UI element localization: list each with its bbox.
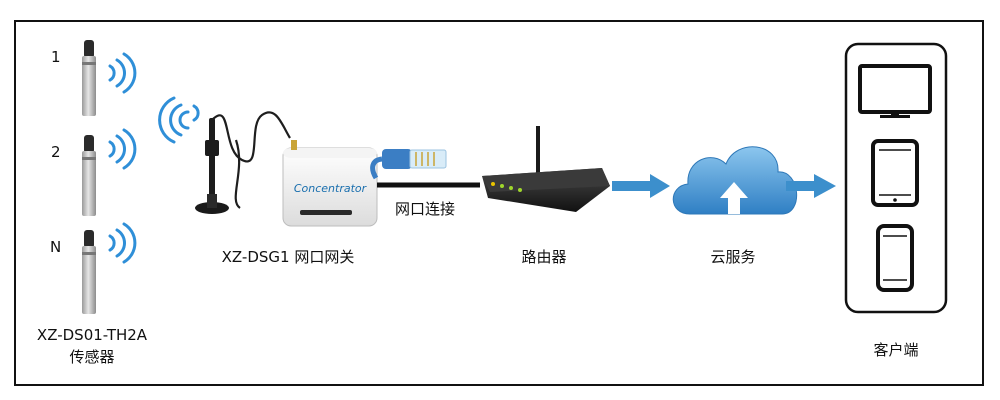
router-device [482,126,610,212]
arrow-cloud-to-client [786,174,836,198]
phone-icon [876,224,914,292]
sensor-name-caption: 传感器 [69,348,115,366]
tablet-icon [871,139,919,207]
sensor-n-signal-icon [108,222,137,264]
ethernet-cable [370,149,480,188]
gateway-signal-icon [158,96,200,144]
gateway-brand-text: Concentrator [294,182,368,195]
sensor-1-device [82,40,96,116]
arrow-router-to-cloud [612,174,670,198]
router-label: 路由器 [521,248,567,266]
diagram-frame [14,20,984,386]
gateway-label: XZ-DSG1 网口网关 [221,248,355,266]
sensor-n-label: N [50,238,62,256]
gateway-antenna [195,111,291,214]
sensor-1-label: 1 [51,48,61,66]
gateway-device [282,140,378,227]
sensor-2-signal-icon [108,128,137,170]
sensor-1-signal-icon [108,52,137,94]
client-label: 客户端 [873,341,919,359]
sensor-2-label: 2 [51,143,61,161]
cloud-icon [672,146,797,215]
cloud-label: 云服务 [710,248,756,266]
connection-label: 网口连接 [394,200,456,218]
sensor-2-device [82,135,96,216]
sensor-n-device [82,230,96,314]
sensor-model-caption: XZ-DS01-TH2A [36,326,148,344]
monitor-icon [858,64,932,118]
